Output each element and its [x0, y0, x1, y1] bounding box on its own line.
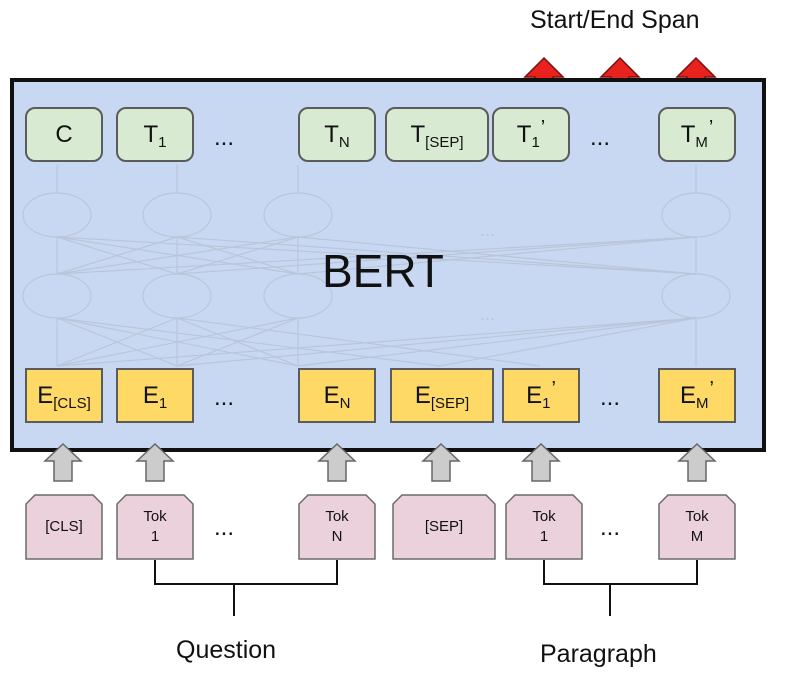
embedding-en-sub: N [339, 395, 351, 412]
token-sep-shape [392, 494, 496, 560]
token-tok1-line1: Tok [143, 508, 167, 525]
input-arrow-6 [677, 442, 717, 482]
token-tokm-shape [658, 494, 736, 560]
embedding-ellipsis-2: ... [600, 384, 621, 411]
input-arrow-2 [135, 442, 175, 482]
output-tn-sub: N [338, 134, 350, 151]
svg-text:...: ... [480, 304, 495, 324]
token-tok1-line2: 1 [150, 528, 160, 545]
output-t1-sub: 1 [158, 134, 167, 151]
embedding-esep-sub: [SEP] [430, 395, 470, 412]
output-c: C [25, 107, 103, 162]
token-tokn-shape [298, 494, 376, 560]
embedding-em-prime-sup: ’ [709, 378, 714, 400]
output-t1-prime-main: T [516, 120, 532, 148]
token-tok1-shape [116, 494, 194, 560]
output-tn-main: T [324, 120, 339, 148]
output-ellipsis-1: ... [214, 124, 235, 151]
embedding-ecls-sub: [CLS] [53, 395, 91, 412]
embedding-esep: E[SEP] [390, 368, 494, 423]
input-arrow-1 [43, 442, 83, 482]
token-tok1-prime-shape [505, 494, 583, 560]
bert-title: BERT [322, 245, 444, 297]
embedding-esep-main: E [414, 381, 431, 409]
embedding-ecls-main: E [37, 381, 54, 409]
embedding-ellipsis-1: ... [214, 384, 235, 411]
embedding-e1-prime-main: E [526, 381, 543, 409]
output-tm-prime-sub: M [695, 134, 708, 151]
token-ellipsis-2: ... [600, 514, 621, 541]
token-cls-shape [25, 494, 103, 560]
token-tok1-prime-line1: Tok [532, 508, 556, 525]
output-tm-prime-sup: ’ [708, 117, 714, 139]
embedding-e1-prime-sup: ’ [551, 378, 556, 400]
token-tok1-prime: Tok 1 [505, 494, 583, 560]
output-tsep-sub: [SEP] [425, 134, 464, 151]
token-tokn-line1: Tok [325, 508, 349, 525]
svg-text:...: ... [480, 220, 495, 240]
token-tokm-line1: Tok [685, 508, 709, 525]
embedding-e1-sub: 1 [158, 395, 168, 412]
output-t1-prime-sub: 1 [531, 134, 540, 151]
input-arrow-3 [317, 442, 357, 482]
embedding-ecls: E[CLS] [25, 368, 103, 423]
token-tok1-prime-line2: 1 [539, 528, 549, 545]
question-bracket [154, 560, 338, 585]
token-tokm-line2: M [690, 528, 704, 545]
input-arrow-4 [421, 442, 461, 482]
token-sep: [SEP] [392, 494, 496, 560]
token-ellipsis-1: ... [214, 514, 235, 541]
output-t1-prime-sup: ’ [540, 117, 546, 139]
output-tm-prime-main: T [680, 120, 696, 148]
start-end-span-label: Start/End Span [530, 6, 700, 34]
embedding-e1-main: E [142, 381, 159, 409]
embedding-en-main: E [323, 381, 340, 409]
output-c-main: C [55, 120, 73, 148]
paragraph-label: Paragraph [540, 640, 657, 668]
token-cls-text: [CLS] [45, 518, 83, 535]
token-cls: [CLS] [25, 494, 103, 560]
output-tsep-main: T [410, 120, 426, 148]
output-ellipsis-2: ... [590, 124, 611, 151]
token-tok1: Tok 1 [116, 494, 194, 560]
token-tokn-line2: N [331, 528, 343, 545]
output-tsep: T[SEP] [385, 107, 489, 162]
embedding-em-prime-main: E [680, 381, 697, 409]
paragraph-bracket [543, 560, 698, 585]
input-arrow-5 [521, 442, 561, 482]
question-label: Question [176, 636, 277, 664]
output-t1-main: T [143, 120, 159, 148]
embedding-e1-prime-sub: 1 [542, 395, 551, 412]
embedding-em-prime-sub: M [696, 395, 709, 412]
token-sep-text: [SEP] [424, 518, 464, 535]
